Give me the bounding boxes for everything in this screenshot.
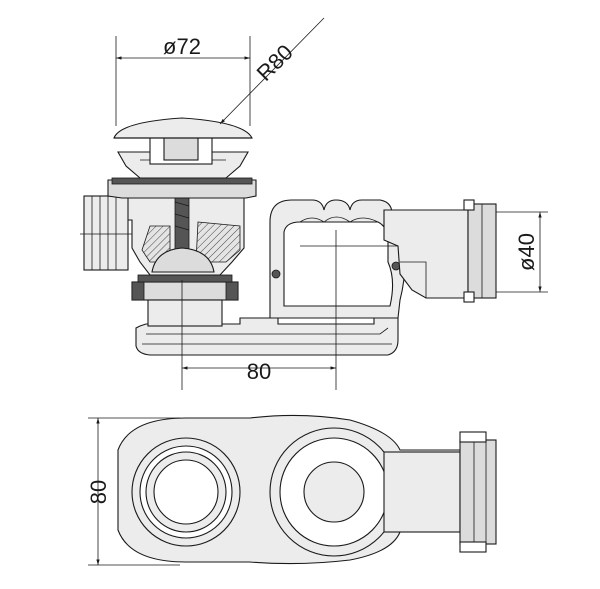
outlet-diameter-label: ø40 — [514, 233, 539, 271]
lower-tube — [147, 299, 223, 327]
plug-dome — [151, 247, 215, 273]
spindle-thread-2 — [174, 201, 190, 207]
dimension-cap-radius: R80 — [219, 17, 325, 125]
dimension-center-distance: 80 — [181, 230, 337, 390]
dimension-cap-diameter: ø72 — [115, 34, 251, 126]
dimension-outlet-diameter: ø40 — [496, 211, 548, 293]
trap-seal-left — [271, 269, 281, 279]
cap-diameter-label: ø72 — [163, 34, 201, 59]
plan-nut-band-top — [459, 431, 487, 443]
flange-gasket — [111, 177, 253, 185]
plan-outlet-nut — [459, 439, 497, 545]
outlet-nut-band-1 — [463, 199, 475, 211]
spindle-thread-4 — [174, 225, 190, 231]
outlet-nut-band-2 — [463, 291, 475, 303]
plan-nut-band-bottom — [459, 541, 487, 553]
plan-right-core — [303, 461, 365, 523]
plan-left-ring-core — [153, 459, 219, 525]
cap-radius-label: R80 — [252, 40, 298, 86]
lower-nut-thread-left — [131, 281, 145, 301]
top-plan-view — [117, 414, 497, 565]
lower-nut-thread-right — [225, 281, 239, 301]
body-width-label: 80 — [86, 480, 111, 504]
waste-flange — [107, 179, 257, 199]
lower-nut — [131, 281, 239, 301]
overflow-inlet — [83, 195, 129, 271]
base-pan — [135, 317, 399, 356]
trap-inner — [283, 221, 394, 307]
plug-cap — [113, 117, 253, 139]
dimension-body-width: 80 — [86, 417, 180, 566]
trap-wave — [299, 216, 379, 223]
side-section-view — [80, 117, 497, 356]
plan-outlet-pipe — [383, 451, 461, 533]
base-pan-inner — [146, 327, 389, 335]
spindle-thread-3 — [174, 213, 190, 219]
lower-nut-gasket — [137, 274, 233, 283]
outlet-pipe-lower — [400, 261, 427, 298]
center-distance-label: 80 — [247, 359, 271, 384]
